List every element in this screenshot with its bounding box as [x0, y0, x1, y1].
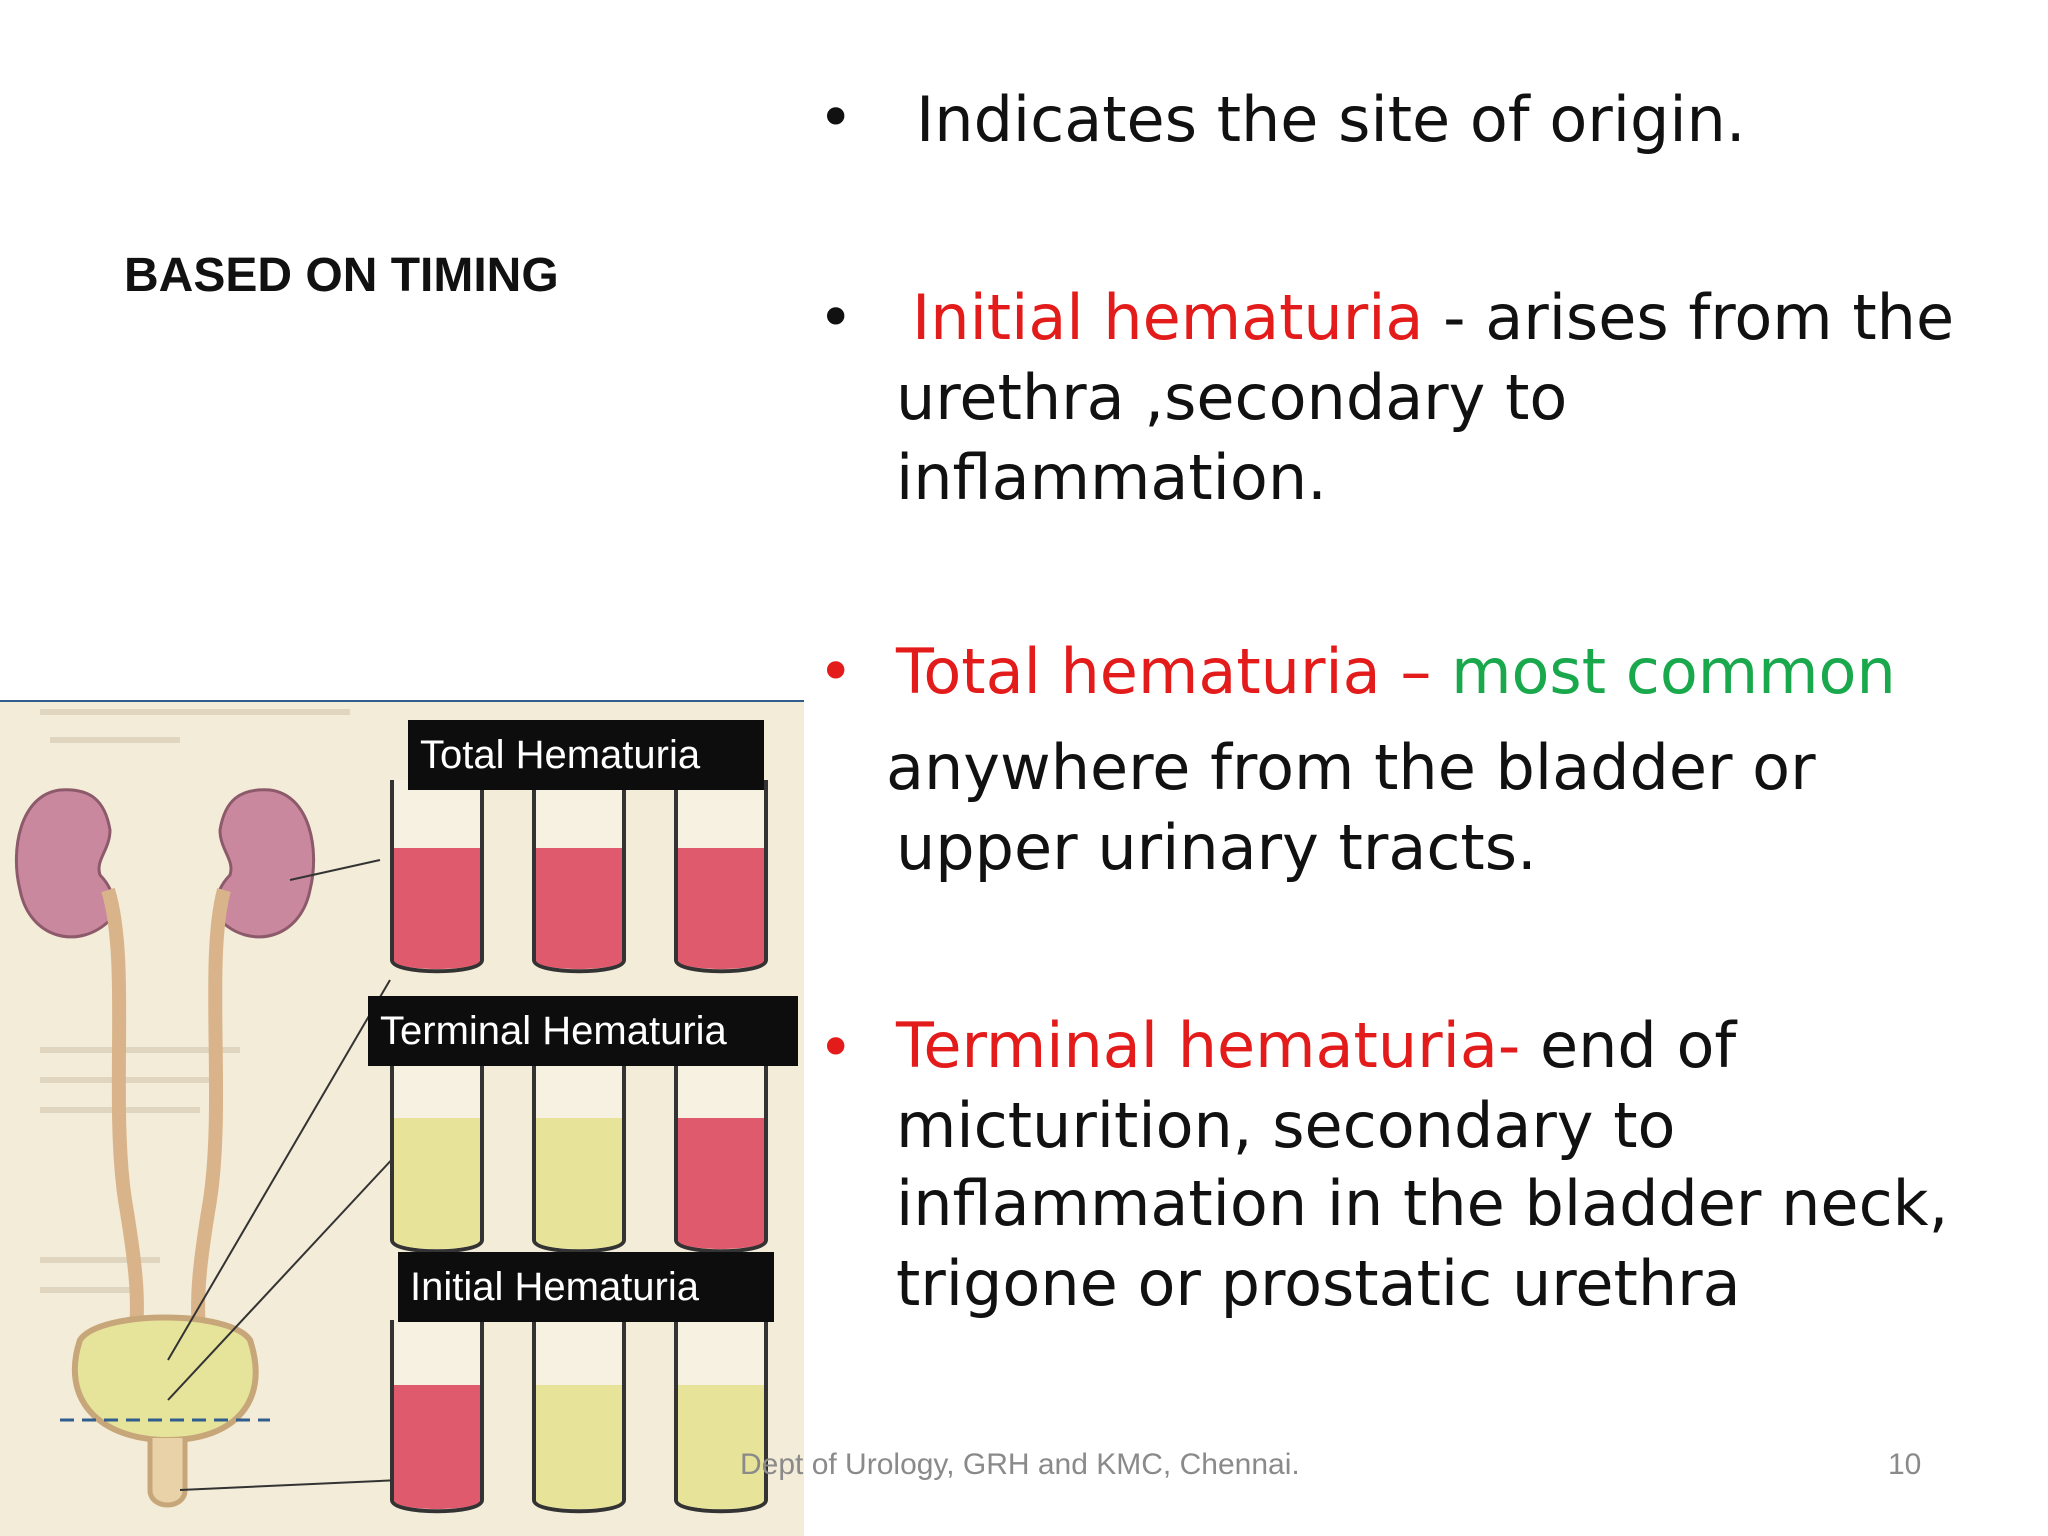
bullet-text-line: anywhere from the bladder or: [886, 731, 1816, 804]
slide-heading: BASED ON TIMING: [124, 249, 559, 302]
bullet-marker: •: [818, 637, 854, 707]
right-kidney: [214, 788, 316, 939]
tube-row-terminal: [390, 1060, 768, 1254]
term-terminal-hematuria: Terminal hematuria-: [896, 1009, 1540, 1082]
bullet-text-line: urethra ,secondary to: [896, 361, 1568, 434]
bullet-text-rest: - arises from the: [1423, 281, 1955, 354]
right-ureter: [191, 888, 231, 1341]
hematuria-illustration: Total Hematuria Terminal Hematuria Initi…: [0, 700, 804, 1536]
bullet-marker: •: [818, 1013, 854, 1083]
bullet-text-line: inflammation in the bladder neck,: [896, 1167, 1949, 1240]
bullet-text-line: Initial hematuria - arises from the: [912, 278, 1954, 358]
tube-row-initial: [390, 1320, 768, 1514]
label-terminal-hematuria: Terminal Hematuria: [368, 996, 798, 1066]
urethra: [147, 1438, 188, 1508]
left-kidney: [14, 788, 116, 939]
slide-footer: Dept of Urology, GRH and KMC, Chennai.: [740, 1448, 1300, 1481]
illustration-border: [0, 700, 804, 702]
bullet-marker: •: [818, 83, 854, 153]
bullet-text-line: Terminal hematuria- end of: [896, 1006, 1736, 1086]
pointer-lines: [167, 859, 411, 1491]
bullet-text-line: Total hematuria – most common: [896, 632, 1896, 712]
bullet-text: Indicates the site of origin.: [916, 83, 1746, 156]
bladder: [72, 1314, 259, 1444]
label-initial-hematuria: Initial Hematuria: [398, 1252, 774, 1322]
bullet-text-line: trigone or prostatic urethra: [896, 1247, 1741, 1320]
urinary-tract-drawing: [14, 709, 768, 1514]
background-scribbles: [40, 709, 350, 1293]
page-number: 10: [1888, 1448, 1922, 1481]
most-common-highlight: most common: [1451, 635, 1896, 708]
tube-row-total: [390, 780, 768, 974]
bullet-text-rest: end of: [1539, 1009, 1737, 1082]
bullet-text-line: upper urinary tracts.: [896, 811, 1537, 884]
left-ureter: [101, 887, 144, 1341]
bullet-text-line: micturition, secondary to: [896, 1089, 1676, 1162]
term-initial-hematuria: Initial hematuria: [912, 281, 1424, 354]
bullet-marker: •: [818, 283, 854, 353]
term-total-hematuria: Total hematuria –: [896, 635, 1452, 708]
label-total-hematuria: Total Hematuria: [408, 720, 764, 790]
bullet-text-line: inflammation.: [896, 441, 1327, 514]
